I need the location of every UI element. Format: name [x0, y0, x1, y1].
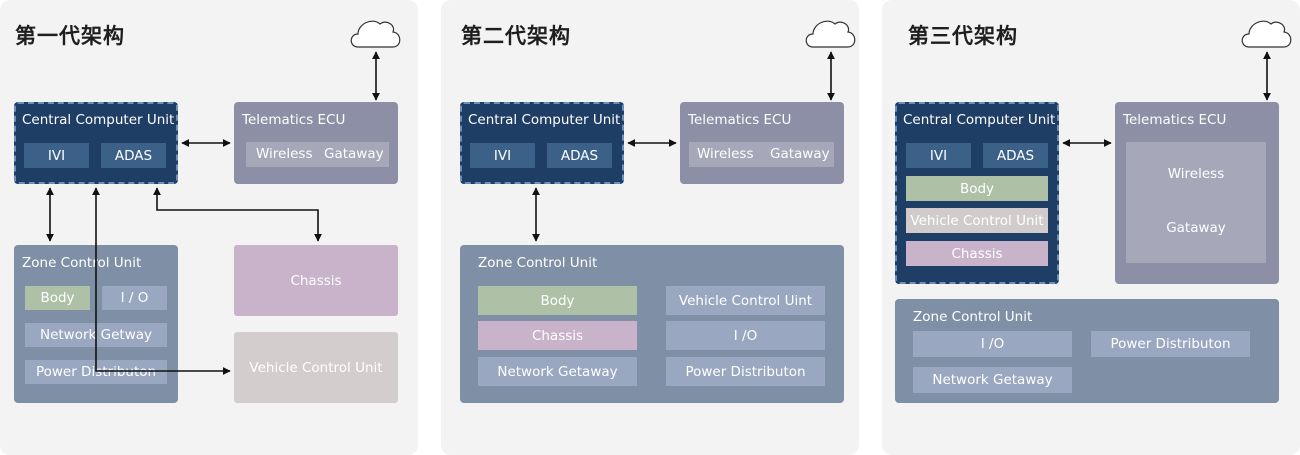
vehicle-control-unit-chip: Vehicle Control Unit	[906, 208, 1048, 233]
gen2-panel: 第二代架构 Central Computer Unit IVI ADAS Tel…	[441, 0, 859, 455]
vehicle-control-unit-chip: Vehicle Control Uint	[666, 286, 825, 315]
telematics-title: Telematics ECU	[688, 112, 792, 128]
gen1-telematics-ecu: Telematics ECU Wireless Gataway	[234, 102, 398, 184]
gen1-ccu-chassis-arrow	[153, 187, 322, 242]
gateway-label: Gataway	[1166, 220, 1226, 236]
ccu-title: Central Computer Unit	[903, 112, 1056, 128]
gen1-chassis: Chassis	[234, 245, 398, 316]
ccu-title: Central Computer Unit	[468, 112, 621, 128]
gen2-telematics-ecu: Telematics ECU Wireless Gataway	[680, 102, 844, 184]
gen3-title: 第三代架构	[908, 24, 1018, 48]
gen1-ccu-vcu-arrow	[92, 187, 231, 375]
zone-title: Zone Control Unit	[913, 309, 1033, 325]
gen1-panel: 第一代架构 Central Computer Unit IVI ADAS Tel…	[0, 0, 418, 455]
adas-chip: ADAS	[101, 143, 166, 168]
gen3-cloud-icon	[1241, 20, 1292, 48]
ivi-chip: IVI	[470, 143, 535, 168]
gen1-vehicle-control-unit: Vehicle Control Unit	[234, 332, 398, 403]
power-distribution-chip: Power Distributon	[1091, 331, 1250, 357]
network-gateway-chip: Network Getaway	[478, 357, 637, 386]
wireless-label: Wireless	[1167, 166, 1225, 182]
telematics-inner: Wireless Gataway	[689, 142, 834, 167]
gen1-title: 第一代架构	[15, 24, 125, 48]
adas-chip: ADAS	[983, 143, 1048, 168]
chassis-chip: Chassis	[478, 321, 637, 350]
ccu-title: Central Computer Unit	[22, 112, 175, 128]
gateway-label: Gataway	[324, 146, 384, 162]
io-chip: I /O	[666, 321, 825, 350]
gen2-cloud-icon	[805, 20, 856, 48]
gen2-title: 第二代架构	[461, 24, 571, 48]
gen3-panel: 第三代架构 Central Computer Unit IVI ADAS Bod…	[882, 0, 1300, 455]
body-chip: Body	[906, 176, 1048, 201]
gen3-telematics-ecu: Telematics ECU Wireless Gataway	[1115, 102, 1279, 284]
telematics-inner: Wireless Gataway	[1126, 142, 1266, 263]
ivi-chip: IVI	[906, 143, 971, 168]
power-distribution-chip: Power Distributon	[666, 357, 825, 386]
gen3-central-computer-unit: Central Computer Unit IVI ADAS Body Vehi…	[895, 102, 1059, 284]
telematics-inner: Wireless Gataway	[246, 142, 389, 167]
body-chip: Body	[25, 286, 90, 310]
gen1-central-computer-unit: Central Computer Unit IVI ADAS	[14, 102, 178, 184]
zone-title: Zone Control Unit	[478, 255, 598, 271]
gen1-cloud-icon	[350, 20, 401, 48]
telematics-title: Telematics ECU	[242, 112, 346, 128]
chassis-chip: Chassis	[906, 241, 1048, 266]
wireless-label: Wireless	[256, 146, 313, 162]
gateway-label: Gataway	[770, 146, 830, 162]
gen3-zone-control-unit: Zone Control Unit I /O Power Distributon…	[895, 299, 1279, 403]
telematics-title: Telematics ECU	[1123, 112, 1227, 128]
io-chip: I /O	[913, 331, 1072, 357]
gen2-zone-control-unit: Zone Control Unit Body Vehicle Control U…	[460, 245, 844, 403]
ivi-chip: IVI	[24, 143, 89, 168]
wireless-label: Wireless	[697, 146, 754, 162]
gen2-central-computer-unit: Central Computer Unit IVI ADAS	[460, 102, 624, 184]
adas-chip: ADAS	[547, 143, 612, 168]
network-gateway-chip: Network Getaway	[913, 367, 1072, 393]
body-chip: Body	[478, 286, 637, 315]
